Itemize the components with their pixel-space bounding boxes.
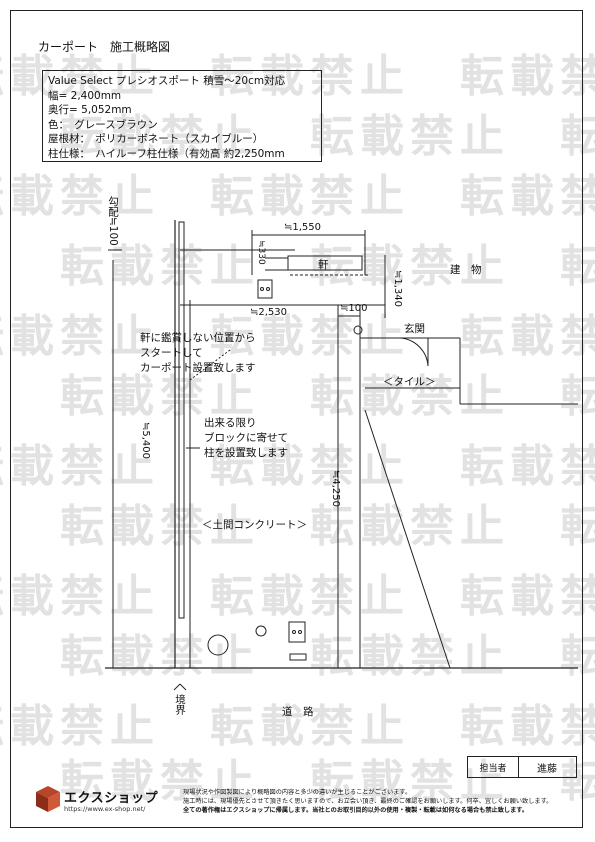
outlet-hole	[260, 287, 264, 291]
note-block-line: 柱を設置致します	[204, 447, 288, 459]
outlet-box-bottom	[288, 621, 306, 643]
staff-box: 担当者 進藤	[467, 756, 577, 778]
spec-roof: 屋根材： ポリカーボネート（スカイブルー）	[48, 133, 264, 145]
note-leader	[189, 349, 231, 381]
staff-label: 担当者	[468, 757, 519, 777]
spec-width: 幅= 2,400mm	[48, 89, 122, 102]
disclaimer-line: 現場状況や作図製図により概略図の内容と多少の違いが生じることがございます。	[183, 789, 412, 796]
note-block-line: ブロックに寄せて	[204, 432, 288, 444]
outlet-hole	[298, 630, 302, 634]
logo-name: エクスショップ	[64, 791, 159, 806]
carport-post	[178, 221, 185, 619]
logo-url: https://www.ex-shop.net/	[64, 805, 146, 813]
note-block-line: 出来る限り	[204, 417, 257, 429]
disclaimer-line: 全ての著作権はエクスショップに帰属します。当社とのお取引目的以外の使用・複製・転…	[183, 807, 529, 814]
spec-box: Value Select プレシオスポート 積雪〜20cm対応 幅= 2,400…	[42, 70, 322, 162]
spec-post: 柱仕様： ハイルーフ柱仕様（有効高 約2,250mm	[48, 147, 285, 160]
dim-1550: ≒1,550	[284, 222, 322, 233]
boundary-arrow	[173, 683, 181, 691]
staff-name: 進藤	[537, 763, 557, 775]
road-label: 道 路	[282, 706, 314, 718]
eave-label: 軒	[318, 259, 329, 271]
spec-depth: 奥行= 5,052mm	[48, 104, 132, 116]
drawing-title: カーポート 施工概略図	[38, 40, 171, 54]
post-marker	[353, 325, 363, 335]
building-label: 建 物	[450, 264, 482, 276]
boundary-label: 境界	[174, 694, 186, 715]
dim-5400: ≒5,400	[140, 422, 151, 460]
drain-cover	[289, 653, 307, 661]
entrance-label: 玄関	[404, 323, 425, 335]
disclaimer: 現場状況や作図製図により概略図の内容と多少の違いが生じることがございます。 施工…	[183, 788, 573, 815]
logo-cube-icon	[36, 786, 60, 812]
manhole	[207, 634, 229, 656]
concrete-label: ＜土間コンクリート＞	[202, 519, 307, 531]
note-eave-line: カーポート設置致します	[140, 362, 256, 374]
spec-product: Value Select プレシオスポート 積雪〜20cm対応	[48, 75, 286, 87]
outlet-box	[257, 279, 273, 299]
dim-4250: ≒4,250	[330, 470, 341, 508]
eave-box	[287, 255, 363, 271]
diagonal-wall	[364, 409, 451, 669]
outlet-hole	[266, 287, 270, 291]
note-block: 出来る限り ブロックに寄せて 柱を設置致します	[204, 416, 288, 461]
dim-1340: ≒1,340	[392, 270, 403, 308]
boundary-arrow	[179, 683, 187, 691]
dim-100: ≒100	[340, 303, 368, 314]
door-swing-arc	[399, 337, 429, 367]
company-logo: エクスショップ https://www.ex-shop.net/	[34, 784, 166, 822]
outlet-hole	[292, 630, 296, 634]
dim-330: ≒330	[256, 240, 266, 265]
note-eave: 軒に鑑賞しない位置から スタートして カーポート設置致します	[140, 331, 256, 376]
small-manhole	[255, 625, 267, 637]
note-eave-line: 軒に鑑賞しない位置から	[140, 332, 256, 344]
slope-label: 勾配≒100	[107, 196, 119, 246]
sheet-border	[10, 10, 583, 828]
note-eave-line: スタートして	[140, 347, 203, 359]
spec-color: 色： グレースブラウン	[48, 118, 158, 131]
disclaimer-line: 施工時には、現場優先とさせて頂きたく思いますので、お立会い頂き、最終のご確認をお…	[183, 798, 553, 805]
dim-2530: ≒2,530	[250, 307, 288, 318]
tile-label: ＜タイル＞	[383, 376, 436, 388]
